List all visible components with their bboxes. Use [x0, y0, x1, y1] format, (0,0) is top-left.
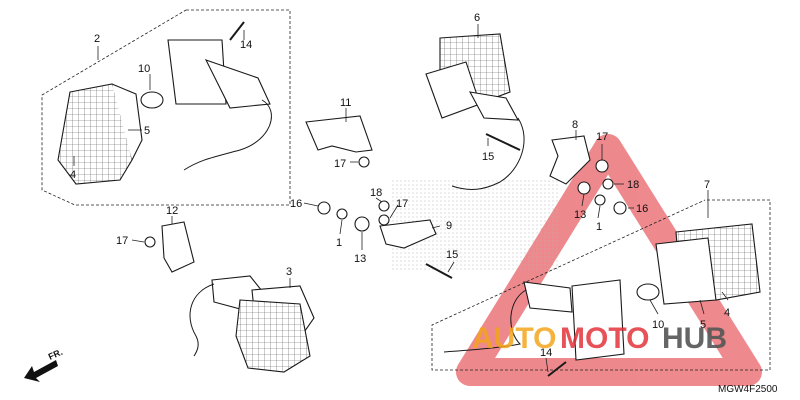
- bracket-11: [305, 115, 373, 153]
- callout-3: 3: [286, 266, 292, 278]
- callout-1b: 1: [336, 237, 342, 249]
- diagram-code: MGW4F2500: [718, 384, 778, 395]
- callout-15a: 15: [482, 151, 494, 163]
- socket-rear-right: [523, 281, 573, 313]
- turn-signal-front-right: [189, 275, 315, 373]
- bolt-15b: [425, 263, 453, 279]
- wire-rear-right: [443, 289, 527, 353]
- callout-6: 6: [474, 12, 480, 24]
- callout-2: 2: [94, 33, 100, 45]
- lens-front-right: [235, 299, 311, 373]
- wire-rear-left: [451, 117, 525, 190]
- bulb-rear-right: [636, 283, 660, 301]
- callout-5a: 5: [144, 125, 150, 137]
- bolt-rear-left: [485, 133, 521, 151]
- callout-5b: 5: [700, 319, 706, 331]
- bracket-9: [379, 219, 437, 249]
- callout-16b: 16: [290, 198, 302, 210]
- callout-12: 12: [166, 205, 178, 217]
- grommet-13b: [354, 216, 370, 232]
- watermark-word-a: AUTO: [472, 322, 556, 355]
- collar-1a: [594, 194, 606, 206]
- bulb-front-left: [140, 91, 164, 109]
- callout-4a: 4: [70, 169, 76, 181]
- collar-1b: [336, 208, 348, 220]
- callout-14b: 14: [540, 347, 552, 359]
- callout-16a: 16: [636, 203, 648, 215]
- screw-rear-right: [547, 361, 567, 377]
- callout-18b: 18: [370, 187, 382, 199]
- callout-10a: 10: [138, 63, 150, 75]
- callout-13a: 13: [574, 209, 586, 221]
- callouts: 2 14 10 5 4 6 11 17 15 8 17 18 13 1 16 7…: [70, 12, 730, 359]
- collar-17c: [378, 214, 390, 226]
- nut-17d: [144, 236, 156, 248]
- watermark-word-c: HUB: [662, 322, 727, 355]
- bracket-8: [549, 135, 591, 185]
- callout-17c: 17: [396, 198, 408, 210]
- socket-front-left: [204, 59, 271, 109]
- wire-front-left: [183, 99, 272, 171]
- callout-14a: 14: [240, 39, 252, 51]
- grommet-13a: [577, 181, 591, 195]
- callout-13b: 13: [354, 253, 366, 265]
- callout-4b: 4: [724, 307, 730, 319]
- socket-rear-left: [468, 91, 519, 121]
- callout-17d: 17: [116, 235, 128, 247]
- collar-18b: [378, 200, 390, 212]
- collar-18a: [602, 178, 614, 190]
- direction-label: FR.: [47, 347, 64, 362]
- gasket-rear-right: [655, 237, 717, 305]
- collar-17b: [595, 159, 609, 173]
- group-outline-rear-right: [431, 199, 771, 371]
- callout-17a: 17: [334, 158, 346, 170]
- gasket-front-left: [111, 83, 143, 161]
- wire-front-right: [189, 283, 215, 357]
- callout-1a: 1: [596, 221, 602, 233]
- watermark-word-b: MOTO: [560, 322, 649, 355]
- group-outline-front-left: [41, 9, 291, 206]
- leader-lines: [73, 24, 729, 373]
- housing-rear-right: [571, 279, 625, 361]
- callout-18a: 18: [627, 179, 639, 191]
- screw-front-left: [229, 21, 245, 41]
- callout-7: 7: [704, 179, 710, 191]
- turn-signal-rear-right: [443, 223, 761, 377]
- nut-16b: [317, 201, 331, 215]
- housing-front-left: [167, 39, 227, 105]
- bracket-12: [161, 221, 195, 273]
- nut-16a: [613, 201, 627, 215]
- callout-11: 11: [340, 97, 351, 109]
- nut-17a: [358, 156, 370, 168]
- front-direction-indicator: FR.: [24, 347, 64, 382]
- callout-17b: 17: [596, 131, 608, 143]
- watermark-wordmark: AUTO MOTO HUB: [472, 322, 727, 355]
- callout-10b: 10: [652, 319, 664, 331]
- front-arrow-icon: [24, 360, 58, 382]
- turn-signal-front-left: [57, 21, 272, 185]
- turn-signal-rear-left: [425, 33, 525, 190]
- callout-15b: 15: [446, 249, 458, 261]
- callout-9: 9: [446, 220, 452, 232]
- callout-8: 8: [572, 119, 578, 131]
